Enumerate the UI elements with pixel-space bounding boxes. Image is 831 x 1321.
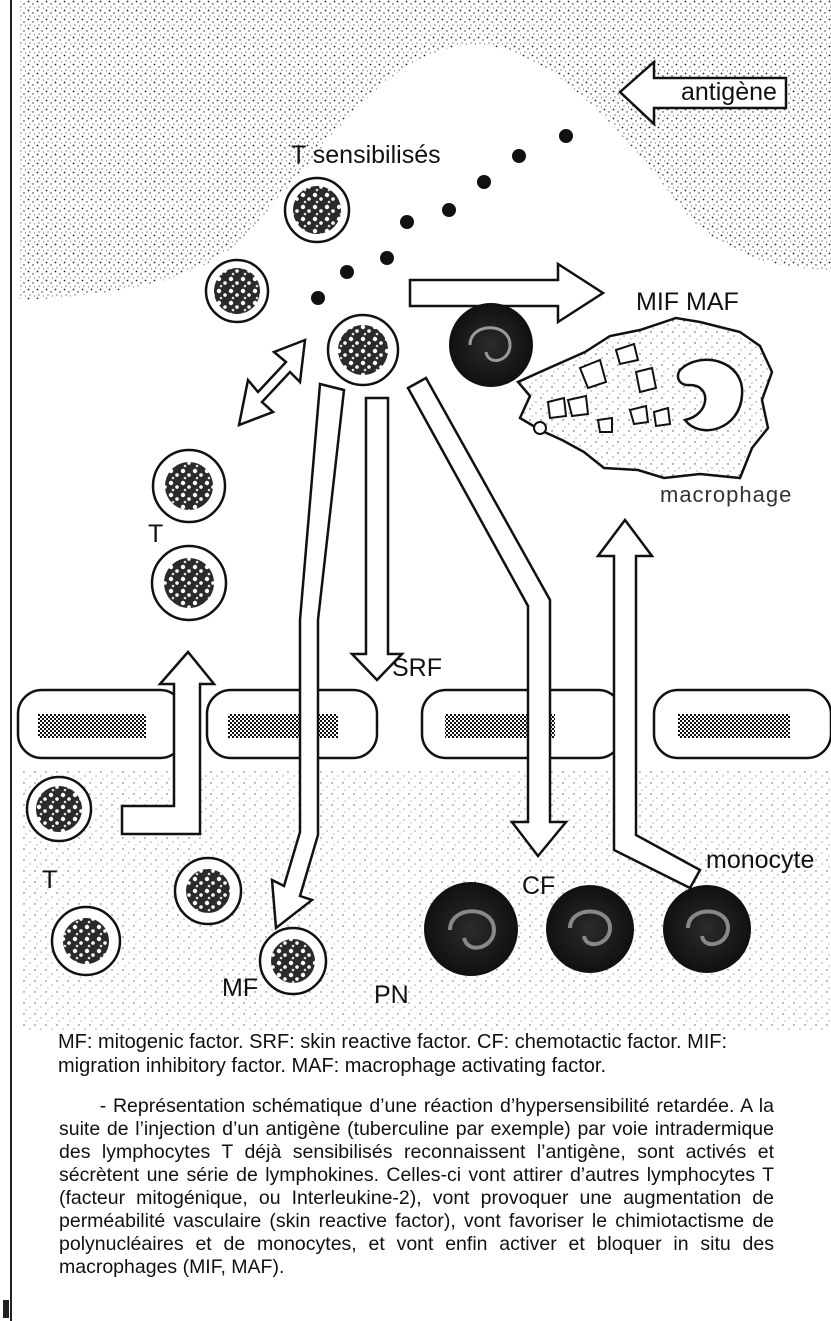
t-cell [153, 450, 225, 522]
label-mif-maf: MIF MAF [636, 290, 739, 315]
monocyte-cell [664, 886, 750, 972]
label-mf: MF [222, 976, 258, 1001]
label-t-lower: T [42, 868, 57, 893]
figure-legend: MF: mitogenic factor. SRF: skin reactive… [58, 1030, 798, 1078]
srf-arrow [352, 398, 402, 680]
t-cell-sensitized [206, 260, 268, 322]
label-antigen: antigène [681, 80, 777, 105]
t-cell-sensitized [285, 178, 349, 242]
label-pn: PN [374, 983, 409, 1008]
label-srf: SRF [392, 656, 442, 681]
label-t-sensitized: T sensibilisés [291, 143, 441, 168]
t-cell-mf [260, 928, 326, 994]
t-cell [152, 546, 226, 620]
monocyte-cell [547, 886, 633, 972]
t-cell [27, 777, 91, 841]
label-monocyte: monocyte [706, 848, 814, 873]
figure-caption: - Représentation schématique d’une réact… [59, 1095, 774, 1279]
t-cell-mf [175, 858, 241, 924]
label-macrophage: macrophage [660, 484, 792, 506]
recruitment-double-arrow [239, 340, 305, 425]
macrophage [518, 318, 772, 478]
label-t-upper: T [148, 522, 163, 547]
label-cf: CF [522, 874, 555, 899]
t-cell [52, 907, 120, 975]
dark-cell [450, 304, 532, 386]
polynuclear-cell [425, 883, 517, 975]
t-cell-sensitized [328, 315, 398, 385]
vessel-wall [18, 690, 831, 758]
